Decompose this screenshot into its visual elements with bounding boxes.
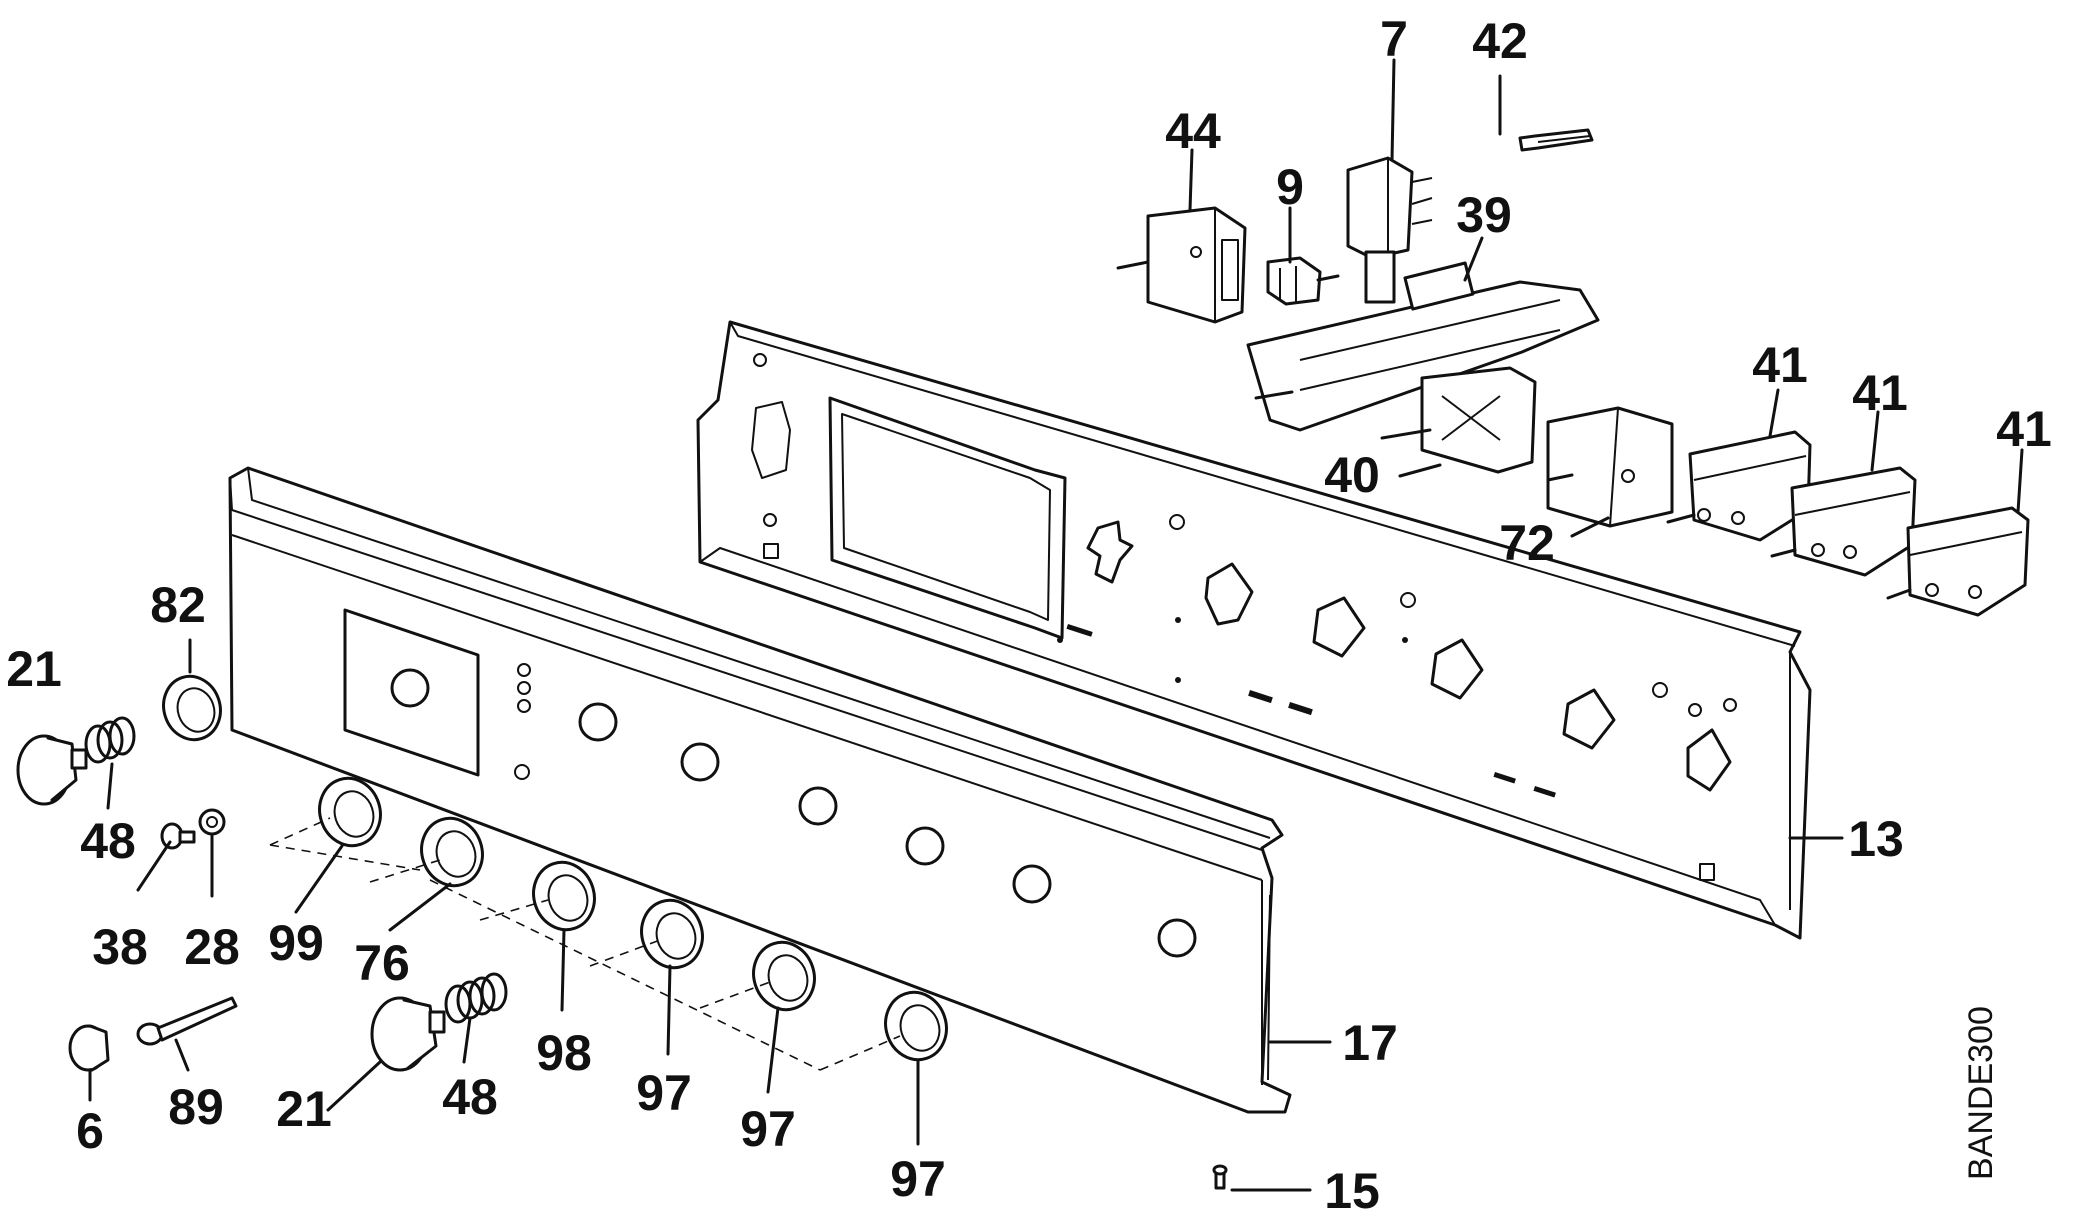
label-98: 98 [536, 1025, 592, 1081]
front-panel-17 [228, 466, 1292, 1114]
bezel-97-b [752, 940, 816, 1012]
bolt-89 [136, 996, 238, 1046]
regulator-41-b [1770, 466, 1917, 577]
label-44: 44 [1165, 103, 1221, 159]
screw-38 [160, 822, 196, 850]
label-41-c: 41 [1996, 401, 2052, 457]
label-97-a: 97 [636, 1065, 692, 1121]
bezel-97-c [884, 990, 948, 1062]
label-42: 42 [1472, 13, 1528, 69]
label-6: 6 [76, 1103, 104, 1159]
label-28: 28 [184, 919, 240, 975]
label-48-bottom: 48 [442, 1069, 498, 1125]
component-44 [1116, 206, 1247, 324]
regulator-41-c [1886, 506, 2030, 617]
bezel-82 [162, 674, 222, 742]
knob-21-bottom [370, 996, 446, 1072]
knob-21-left [16, 734, 88, 806]
component-7 [1346, 156, 1433, 304]
control-40 [1380, 366, 1537, 474]
label-7: 7 [1380, 11, 1408, 67]
label-48-left: 48 [80, 813, 136, 869]
label-15: 15 [1324, 1163, 1380, 1219]
component-9 [1266, 256, 1340, 306]
label-13: 13 [1848, 811, 1904, 867]
label-40: 40 [1324, 447, 1380, 503]
label-21-bottom: 21 [276, 1081, 332, 1137]
spring-48-bottom [444, 972, 508, 1024]
label-99: 99 [268, 915, 324, 971]
label-76: 76 [354, 935, 410, 991]
label-39: 39 [1456, 187, 1512, 243]
label-41-a: 41 [1752, 337, 1808, 393]
label-9: 9 [1276, 159, 1304, 215]
leader-lines [88, 58, 2024, 1192]
regulator-41-a [1666, 430, 1812, 542]
label-17: 17 [1342, 1015, 1398, 1071]
rear-bracket-13 [696, 320, 1812, 940]
reference-code: BANDE300 [1962, 1006, 2000, 1180]
label-89: 89 [168, 1079, 224, 1135]
label-82: 82 [150, 577, 206, 633]
label-41-b: 41 [1852, 365, 1908, 421]
spring-48-left [84, 716, 136, 764]
part-labels: 44 7 42 9 39 41 41 41 40 72 13 82 21 48 … [6, 11, 2052, 1219]
alignment-lines [269, 817, 901, 1071]
bezel-76 [420, 816, 484, 888]
control-72 [1546, 406, 1674, 528]
selector-switch-39 [1246, 261, 1600, 432]
screw-15 [1212, 1164, 1228, 1190]
label-21-left: 21 [6, 641, 62, 697]
bezel-98 [532, 860, 596, 932]
washer-28 [198, 808, 226, 836]
component-42 [1518, 128, 1594, 152]
bezel-97-a [640, 898, 704, 970]
knob-6 [68, 1024, 110, 1072]
label-72: 72 [1499, 515, 1555, 571]
label-38: 38 [92, 919, 148, 975]
label-97-b: 97 [740, 1101, 796, 1157]
label-97-c: 97 [890, 1151, 946, 1207]
